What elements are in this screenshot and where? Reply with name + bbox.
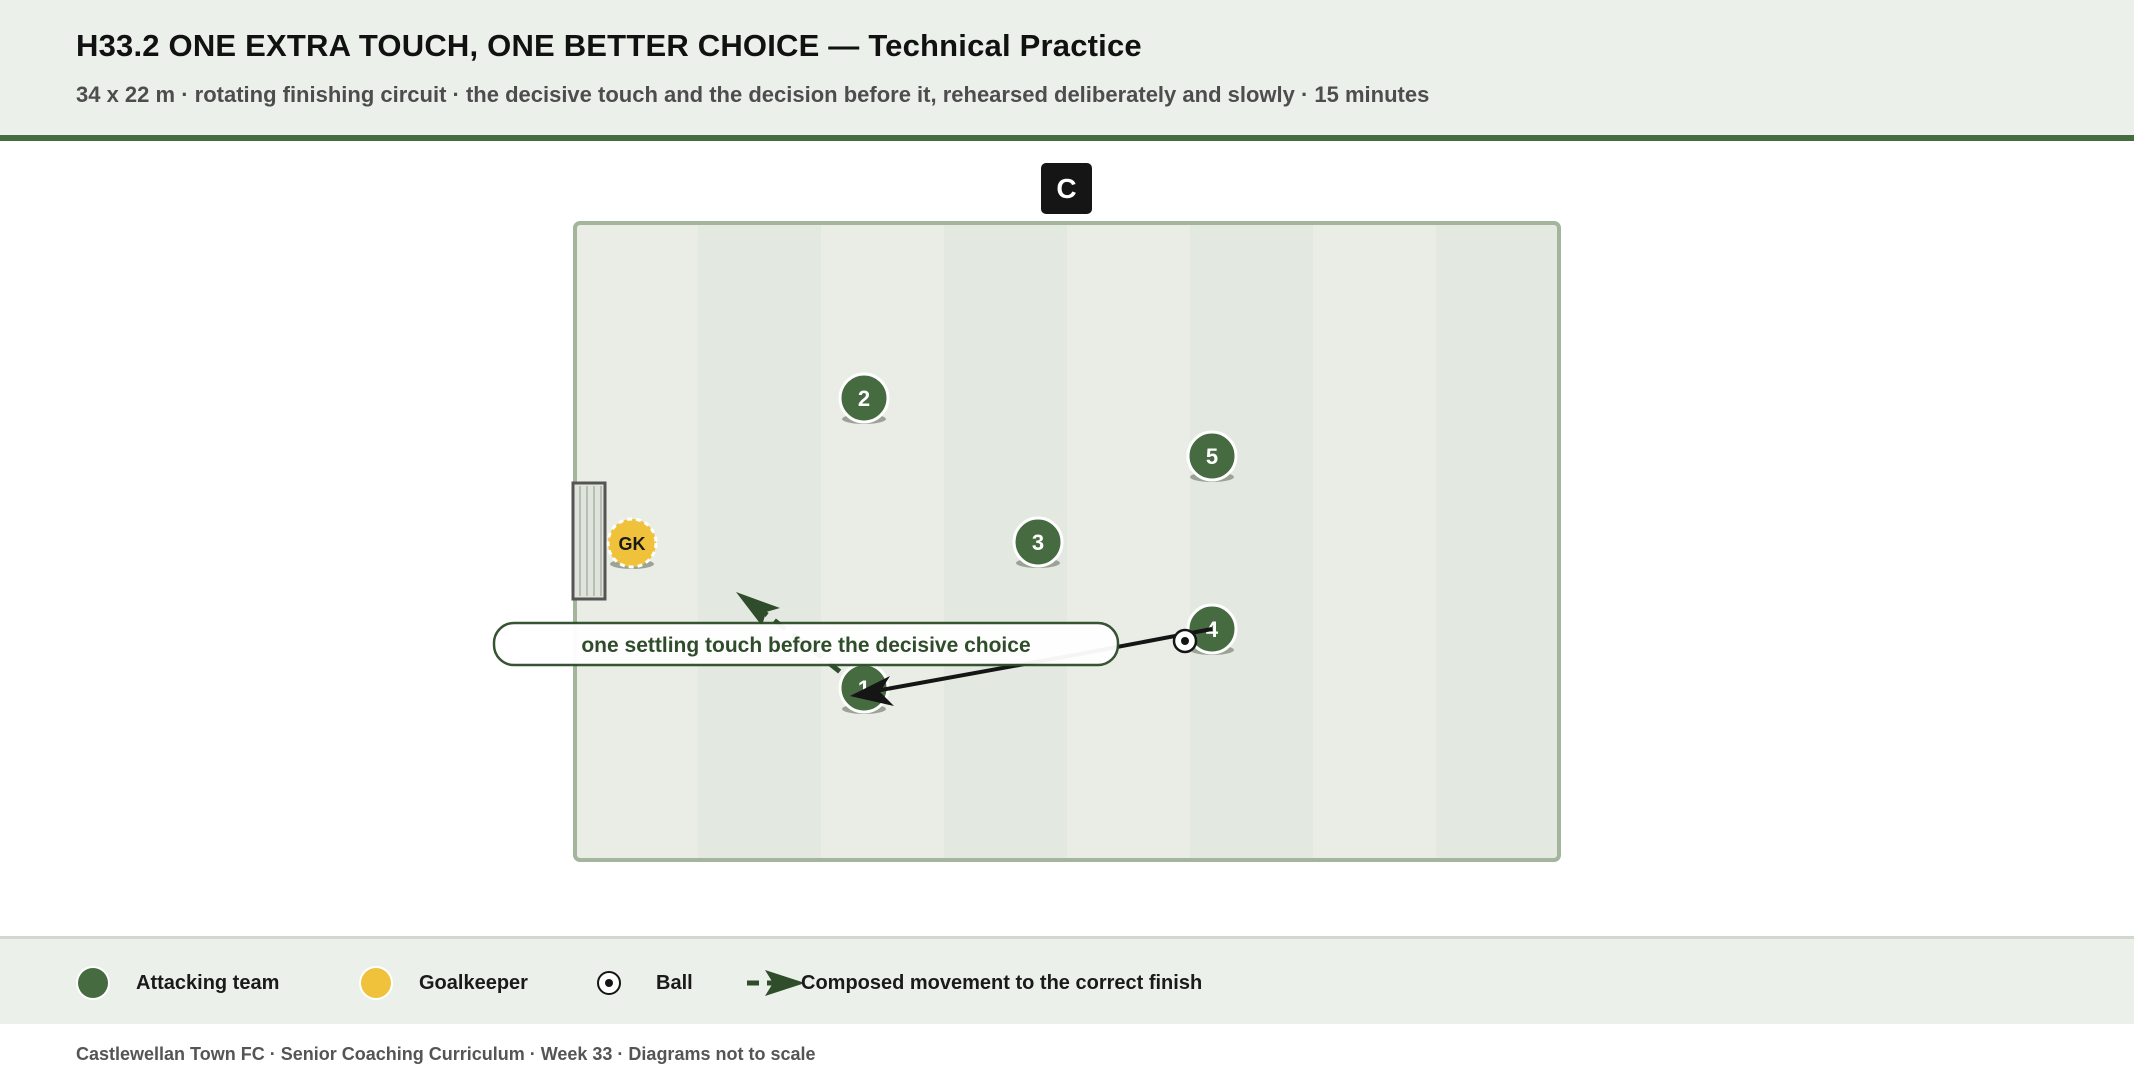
ball-icon (597, 971, 621, 995)
legend-label-movement: Composed movement to the correct finish (801, 971, 1203, 994)
player-2: 2 (838, 372, 890, 424)
goalkeeper: GK (606, 517, 658, 569)
legend-label-goalkeeper: Goalkeeper (419, 971, 528, 994)
svg-text:4: 4 (1206, 617, 1219, 642)
goalkeeper-swatch (361, 968, 391, 998)
annotation-text: one settling touch before the decisive c… (581, 634, 1030, 657)
legend-item-goalkeeper: Goalkeeper (361, 939, 528, 1027)
svg-text:5: 5 (1206, 444, 1218, 469)
player-3: 3 (1012, 516, 1064, 568)
footer-note: Castlewellan Town FC · Senior Coaching C… (76, 1044, 816, 1064)
ball (1172, 628, 1198, 654)
legend-label-ball: Ball (656, 971, 693, 994)
movement-arrow (736, 592, 860, 688)
attacking-team-swatch (78, 968, 108, 998)
legend-item-attacking: Attacking team (78, 939, 279, 1027)
annotation-callout: one settling touch before the decisive c… (492, 621, 1120, 667)
goal (571, 481, 607, 601)
legend-label-attacking: Attacking team (136, 971, 280, 994)
legend: Attacking team Goalkeeper Ball Composed … (0, 936, 2134, 1024)
arrow-icon (747, 970, 805, 996)
coach-marker: C (1041, 163, 1092, 214)
legend-item-ball: Ball (597, 939, 693, 1027)
page-title: H33.2 ONE EXTRA TOUCH, ONE BETTER CHOICE… (76, 28, 1142, 63)
svg-text:3: 3 (1032, 530, 1044, 555)
header-bar: H33.2 ONE EXTRA TOUCH, ONE BETTER CHOICE… (0, 0, 2134, 141)
pitch-surface (573, 221, 1561, 862)
page-subtitle: 34 x 22 m · rotating finishing circuit ·… (76, 82, 1430, 107)
player-5: 5 (1186, 430, 1238, 482)
svg-text:GK: GK (619, 534, 646, 554)
legend-item-movement: Composed movement to the correct finish (745, 939, 1202, 1027)
svg-text:2: 2 (858, 386, 870, 411)
